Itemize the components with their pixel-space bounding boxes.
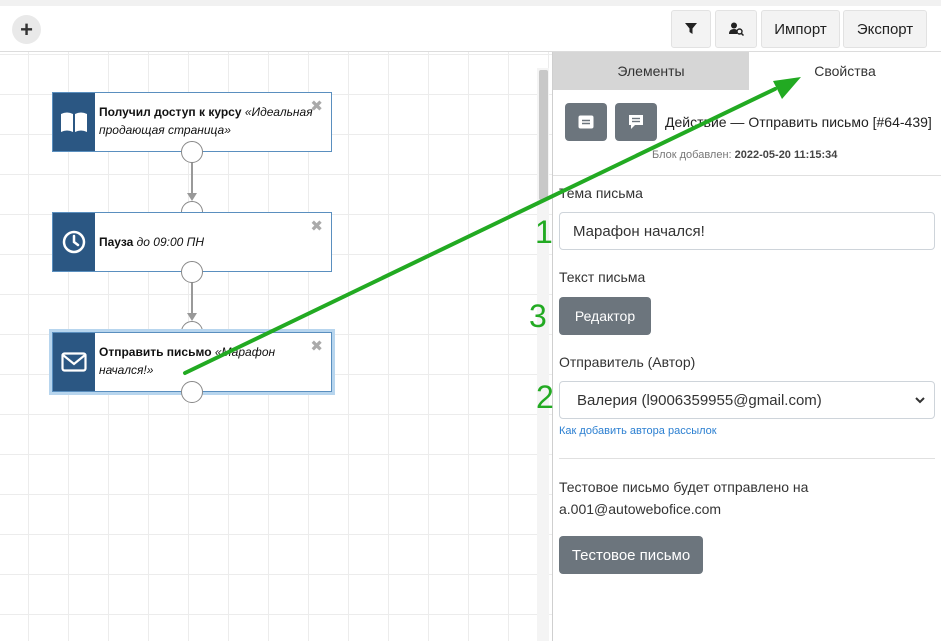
node-close-button[interactable]: ✖: [310, 98, 323, 115]
filter-icon: [685, 23, 697, 34]
action-title: Действие — Отправить письмо [#64-439]: [665, 114, 932, 130]
connector-arrow: [187, 193, 197, 201]
node-detail: до 09:00 ПН: [136, 235, 205, 249]
canvas-scroll-thumb[interactable]: [539, 70, 548, 200]
node-icon-area: [53, 213, 95, 271]
node-text: Отправить письмо «Марафон начался!»: [99, 343, 319, 379]
node-output-port[interactable]: [181, 141, 203, 163]
properties-panel: Элементы Свойства Действие — Отправить п…: [553, 52, 941, 641]
node-output-port[interactable]: [181, 381, 203, 403]
node-close-button[interactable]: ✖: [310, 218, 323, 235]
node-output-port[interactable]: [181, 261, 203, 283]
user-search-icon: [728, 22, 744, 36]
chevron-down-icon: [915, 397, 925, 404]
annotation-number-3: 3: [529, 298, 547, 334]
export-button[interactable]: Экспорт: [843, 10, 927, 48]
import-button[interactable]: Импорт: [761, 10, 840, 48]
block-added-label: Блок добавлен:: [652, 149, 732, 161]
note-button[interactable]: [615, 103, 657, 141]
subject-input[interactable]: Марафон начался!: [559, 212, 935, 250]
node-icon-area: [53, 93, 95, 151]
book-icon: [61, 112, 87, 132]
node-text: Пауза до 09:00 ПН: [99, 233, 319, 251]
envelope-icon: [61, 352, 87, 372]
annotation-number-2: 2: [536, 379, 554, 415]
block-added-info: Блок добавлен: 2022-05-20 11:15:34: [652, 149, 837, 161]
tab-properties[interactable]: Свойства: [749, 52, 941, 90]
node-close-button[interactable]: ✖: [310, 338, 323, 355]
add-element-button[interactable]: +: [12, 15, 41, 44]
clock-icon: [62, 230, 86, 254]
annotation-number-1: 1: [535, 214, 553, 250]
connector-line: [191, 162, 193, 196]
divider: [559, 458, 935, 459]
message-icon: [578, 115, 594, 129]
subject-label: Тема письма: [559, 185, 643, 201]
chat-icon: [629, 115, 643, 129]
sender-select[interactable]: Валерия (l9006359955@gmail.com): [559, 381, 935, 419]
test-info-line: Тестовое письмо будет отправлено на: [559, 479, 809, 495]
user-search-button[interactable]: [715, 10, 757, 48]
node-title: Получил доступ к курсу: [99, 105, 242, 119]
block-added-date: 2022-05-20 11:15:34: [734, 149, 838, 161]
top-toolbar: + Импорт Экспорт: [0, 0, 941, 52]
editor-button[interactable]: Редактор: [559, 297, 651, 335]
node-text: Получил доступ к курсу «Идеальная продаю…: [99, 103, 319, 139]
sender-help-link[interactable]: Как добавить автора рассылок: [559, 425, 717, 437]
connector-arrow: [187, 313, 197, 321]
divider: [553, 175, 941, 176]
body-label: Текст письма: [559, 269, 646, 285]
test-info-email: a.001@autowebofice.com: [559, 501, 722, 517]
connector-line: [191, 282, 193, 316]
node-icon-area: [53, 333, 95, 391]
node-title: Отправить письмо: [99, 345, 212, 359]
sender-selected-value: Валерия (l9006359955@gmail.com): [577, 391, 822, 409]
tab-elements[interactable]: Элементы: [553, 52, 749, 90]
comment-button[interactable]: [565, 103, 607, 141]
filter-button[interactable]: [671, 10, 711, 48]
sender-label: Отправитель (Автор): [559, 354, 696, 370]
test-info-text: Тестовое письмо будет отправлено на a.00…: [559, 476, 919, 520]
send-test-email-button[interactable]: Тестовое письмо: [559, 536, 703, 574]
node-title: Пауза: [99, 235, 134, 249]
